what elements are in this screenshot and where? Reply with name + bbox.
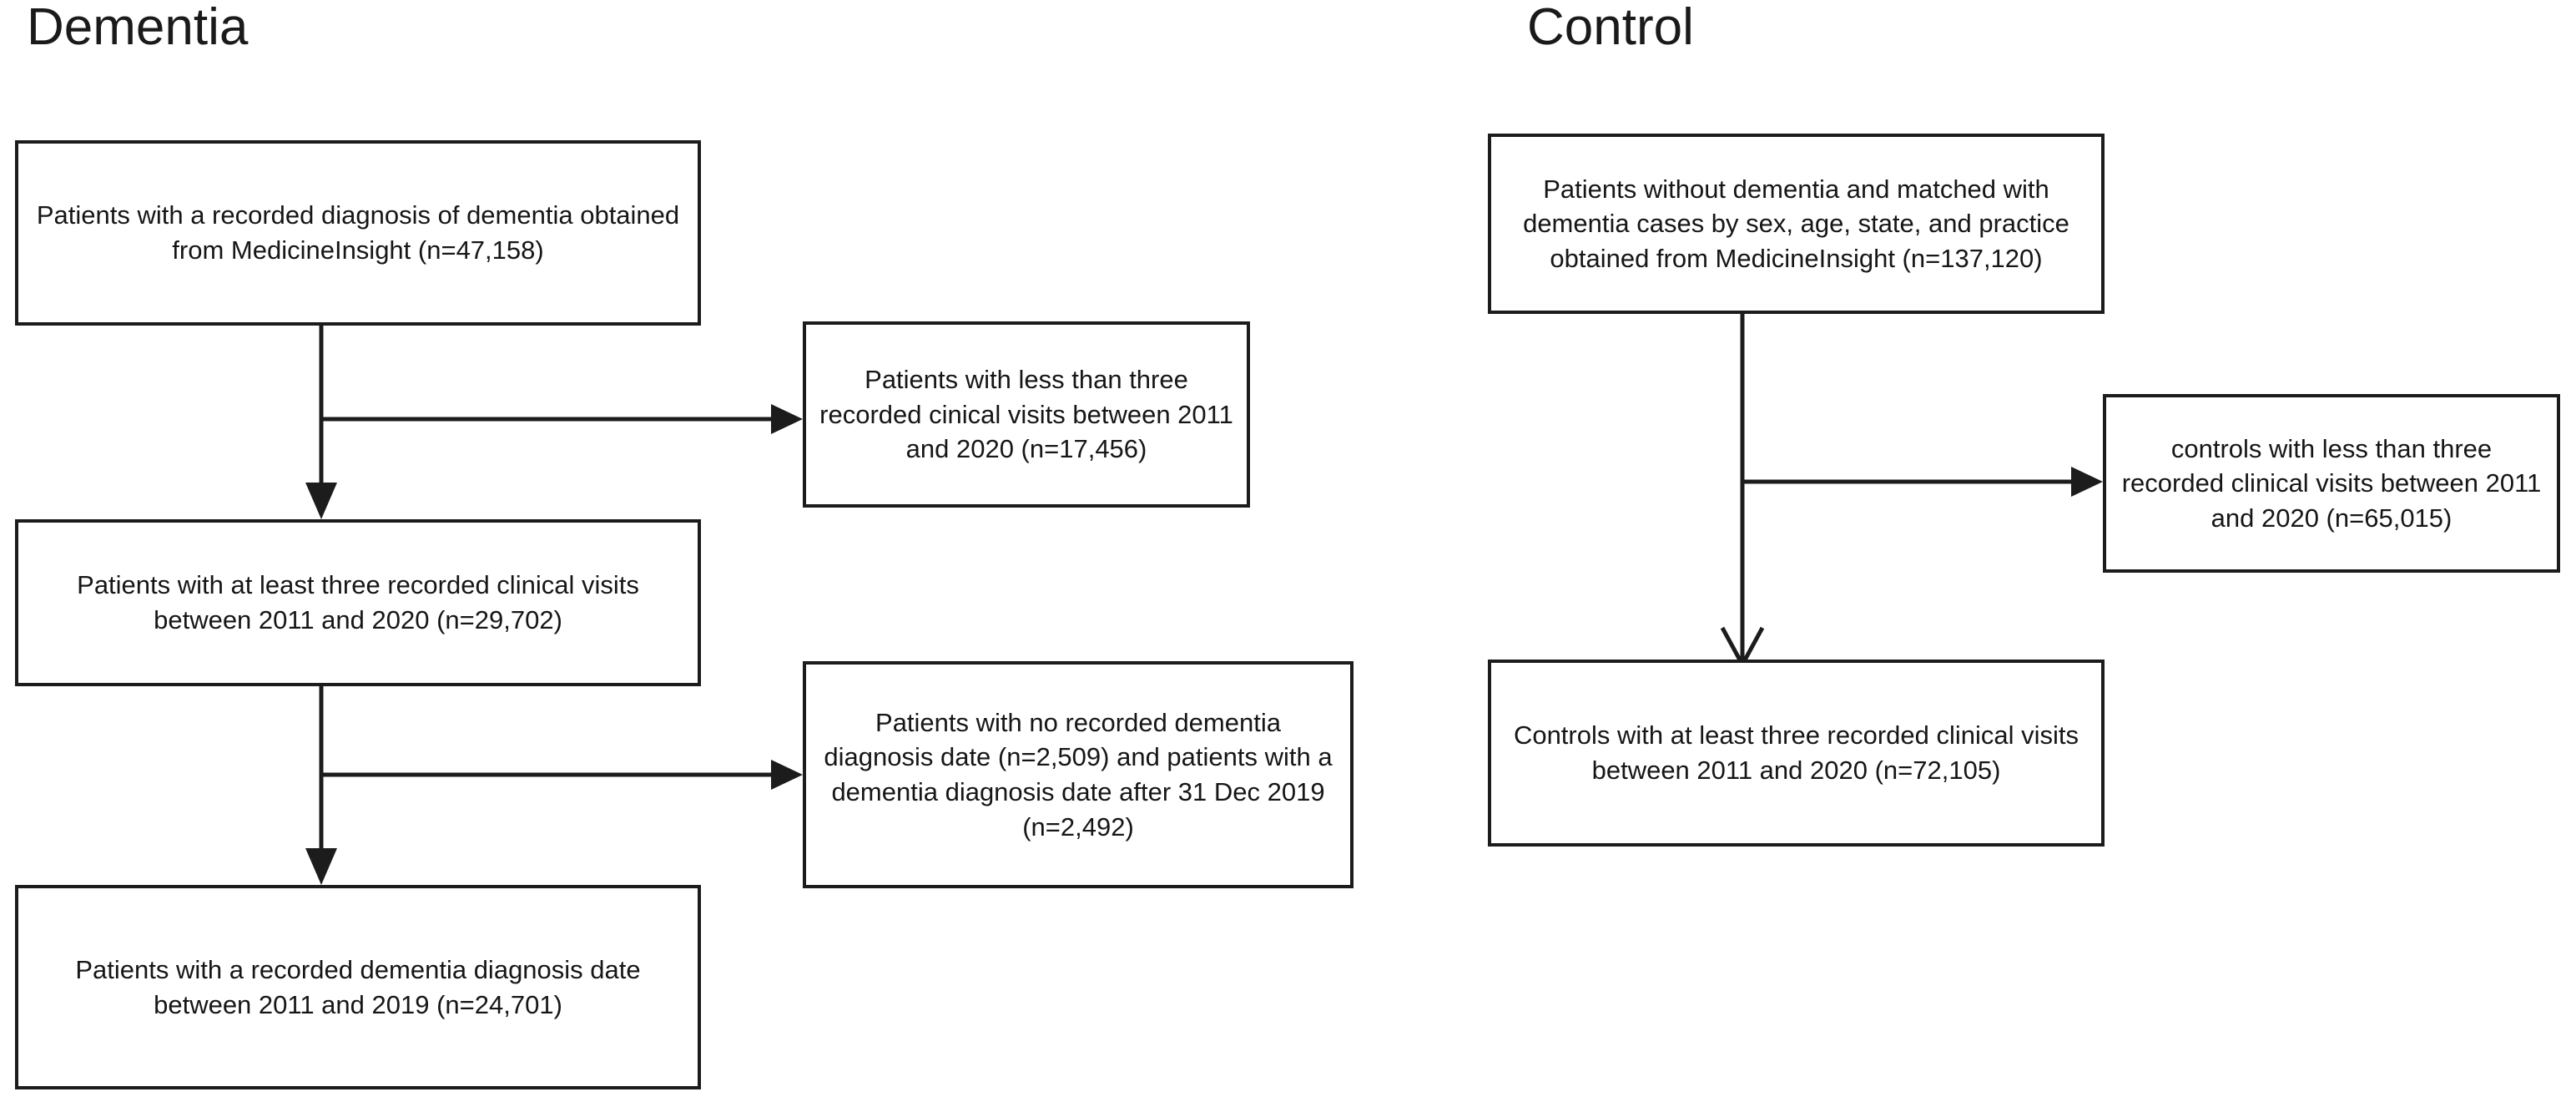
dementia-branch-2-arrowhead [771, 760, 803, 790]
node-dementia-final-cohort-label: Patients with a recorded dementia diagno… [75, 954, 641, 1019]
node-control-final-cohort-label: Controls with at least three recorded cl… [1513, 720, 2079, 785]
node-control-final-cohort[interactable]: Controls with at least three recorded cl… [1488, 660, 2105, 847]
node-dementia-excluded-dates[interactable]: Patients with no recorded dementia diagn… [803, 661, 1354, 888]
node-control-excluded-visits-label: controls with less than three recorded c… [2121, 433, 2542, 533]
column-title-control: Control [1527, 0, 1694, 56]
dementia-connector-2-arrowhead [305, 848, 337, 885]
node-dementia-source[interactable]: Patients with a recorded diagnosis of de… [15, 140, 701, 326]
column-title-dementia: Dementia [27, 0, 249, 56]
dementia-connector-1-arrowhead [305, 483, 337, 519]
node-dementia-final-cohort[interactable]: Patients with a recorded dementia diagno… [15, 885, 701, 1089]
node-dementia-source-label: Patients with a recorded diagnosis of de… [36, 200, 680, 265]
node-dementia-eligible-visits-label: Patients with at least three recorded cl… [77, 570, 639, 634]
node-dementia-eligible-visits[interactable]: Patients with at least three recorded cl… [15, 519, 701, 686]
dementia-branch-1-arrowhead [771, 404, 803, 434]
node-dementia-excluded-dates-label: Patients with no recorded dementia diagn… [824, 707, 1333, 842]
node-dementia-excluded-visits-label: Patients with less than three recorded c… [819, 365, 1233, 464]
node-control-excluded-visits[interactable]: controls with less than three recorded c… [2103, 394, 2560, 573]
node-control-source[interactable]: Patients without dementia and matched wi… [1488, 134, 2105, 314]
control-branch-1-arrowhead [2071, 467, 2103, 497]
node-control-source-label: Patients without dementia and matched wi… [1523, 174, 2069, 273]
node-dementia-excluded-visits[interactable]: Patients with less than three recorded c… [803, 321, 1250, 508]
